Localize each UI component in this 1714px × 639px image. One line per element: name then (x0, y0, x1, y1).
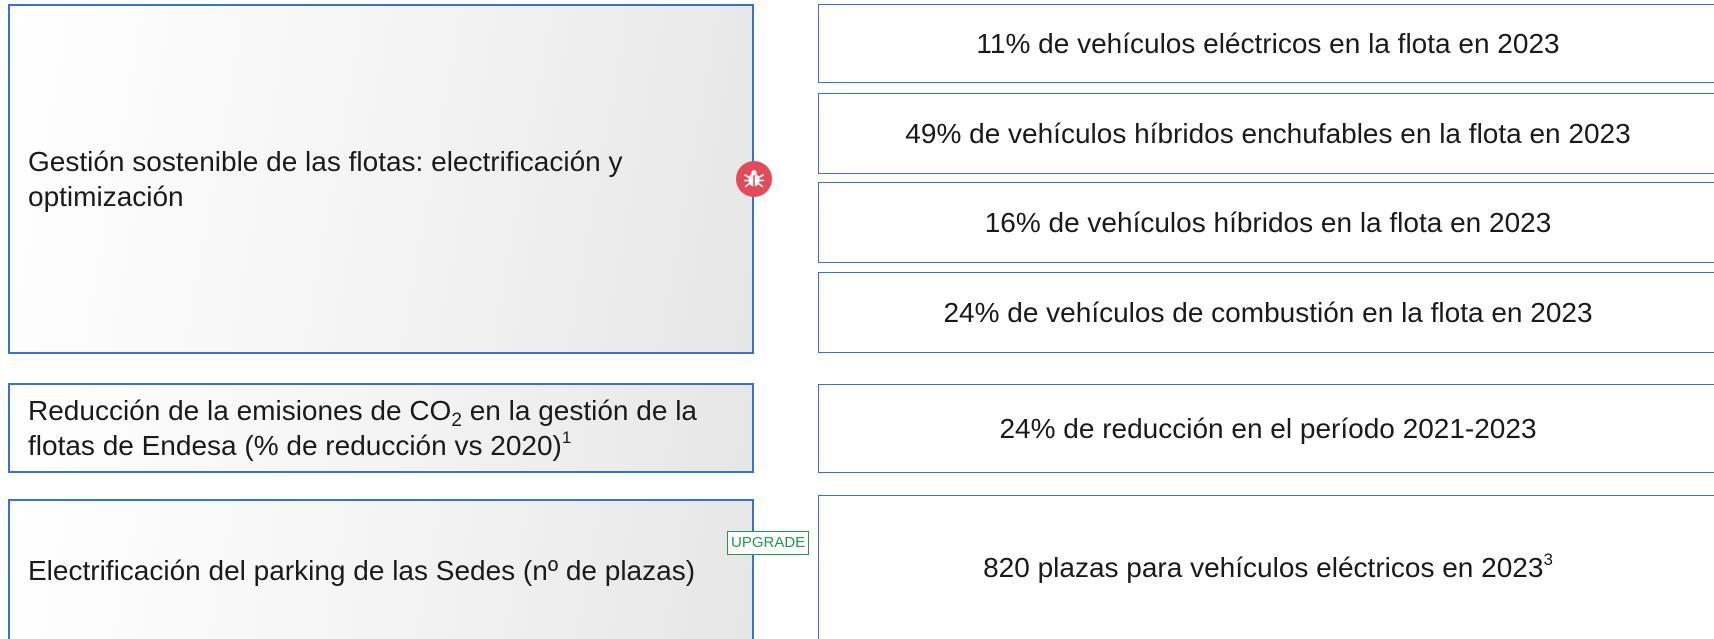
co2-subscript: 2 (451, 410, 462, 431)
hybrid-stat: 16% de vehículos híbridos en la flota en… (984, 207, 1552, 238)
co2-reduction-label: Reducción de la emisiones de CO2 en la g… (28, 395, 697, 461)
electric-vehicles-stat: 11% de vehículos eléctricos en la flota … (976, 28, 1560, 59)
combustion-stat: 24% de vehículos de combustión en la flo… (943, 297, 1593, 328)
footnote-3: 3 (1543, 550, 1553, 569)
fleet-management-label-box: Gestión sostenible de las flotas: electr… (8, 4, 754, 354)
co2-reduction-stat-box: 24% de reducción en el período 2021-2023 (818, 384, 1714, 473)
hybrid-stat-box: 16% de vehículos híbridos en la flota en… (818, 182, 1714, 263)
plugin-hybrid-stat-box: 49% de vehículos híbridos enchufables en… (818, 93, 1714, 174)
bug-icon (743, 170, 765, 188)
electric-vehicles-stat-box: 11% de vehículos eléctricos en la flota … (818, 4, 1714, 83)
parking-electrification-label: Electrificación del parking de las Sedes… (28, 554, 696, 586)
bug-report-button[interactable] (736, 161, 772, 197)
charging-spots-stat-box: 820 plazas para vehículos eléctricos en … (818, 495, 1714, 639)
upgrade-button[interactable]: UPGRADE (727, 531, 810, 555)
charging-spots-stat: 820 plazas para vehículos eléctricos en … (983, 550, 1553, 583)
co2-reduction-stat: 24% de reducción en el período 2021-2023 (999, 413, 1537, 444)
combustion-stat-box: 24% de vehículos de combustión en la flo… (818, 272, 1714, 353)
parking-electrification-label-box: Electrificación del parking de las Sedes… (8, 499, 754, 639)
fleet-management-label: Gestión sostenible de las flotas: electr… (28, 146, 623, 212)
footnote-1: 1 (561, 428, 572, 447)
co2-reduction-label-box: Reducción de la emisiones de CO2 en la g… (8, 383, 754, 473)
plugin-hybrid-stat: 49% de vehículos híbridos enchufables en… (905, 118, 1631, 149)
